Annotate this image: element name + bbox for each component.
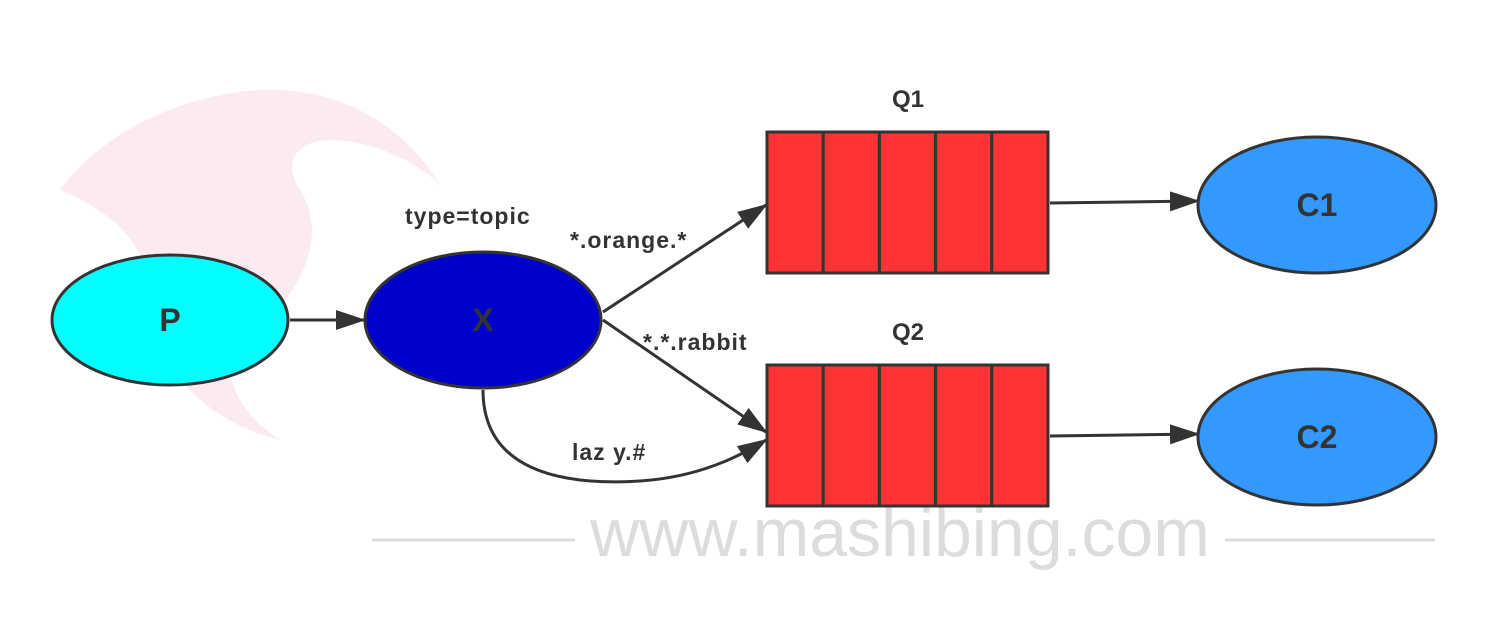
- exchange-ellipse: [363, 250, 603, 390]
- producer-ellipse: [50, 253, 290, 387]
- queue-cell: [877, 130, 938, 275]
- queue-cell: [990, 130, 1050, 275]
- arrow-q1-to-c1: [1049, 191, 1200, 212]
- queue-cell: [990, 363, 1050, 508]
- binding-label-orange: *.orange.*: [570, 227, 687, 253]
- producer-label: P: [159, 302, 180, 338]
- queue-q2: Q2: [765, 319, 1050, 508]
- queue-cell: [765, 130, 825, 275]
- consumer-c1-ellipse: [1196, 135, 1438, 275]
- consumer-c1-label: C1: [1297, 187, 1338, 223]
- watermark-url: www.mashibing.com: [589, 495, 1210, 571]
- exchange-node: X: [363, 250, 603, 390]
- arrow-x-to-q2: [602, 318, 768, 434]
- edges: [290, 191, 1200, 484]
- producer-node: P: [50, 253, 290, 387]
- exchange-type-label: type=topic: [405, 203, 531, 229]
- queue-cell: [934, 130, 994, 275]
- watermark: www.mashibing.com: [60, 89, 1435, 571]
- consumer-c2-ellipse: [1196, 367, 1438, 507]
- queue-q1: Q1: [765, 86, 1050, 275]
- consumer-c1-node: C1: [1196, 135, 1438, 275]
- queue-q2-title: Q2: [892, 319, 924, 346]
- queue-cell: [821, 363, 881, 508]
- queue-cell: [821, 130, 881, 275]
- queue-q1-title: Q1: [892, 86, 924, 113]
- arrow-x-to-q2-curved: [481, 389, 768, 484]
- binding-label-lazy: laz y.#: [572, 439, 646, 465]
- watermark-logo: [60, 89, 440, 441]
- consumer-c2-node: C2: [1196, 367, 1438, 507]
- consumer-c2-label: C2: [1297, 419, 1338, 455]
- exchange-label: X: [472, 302, 494, 338]
- binding-label-rabbit: *.*.rabbit: [643, 329, 748, 355]
- arrow-q2-to-c2: [1049, 424, 1200, 445]
- queue-cell: [934, 363, 994, 508]
- queue-cell: [765, 363, 825, 508]
- queue-cell: [877, 363, 938, 508]
- arrow-x-to-q1: [602, 203, 768, 314]
